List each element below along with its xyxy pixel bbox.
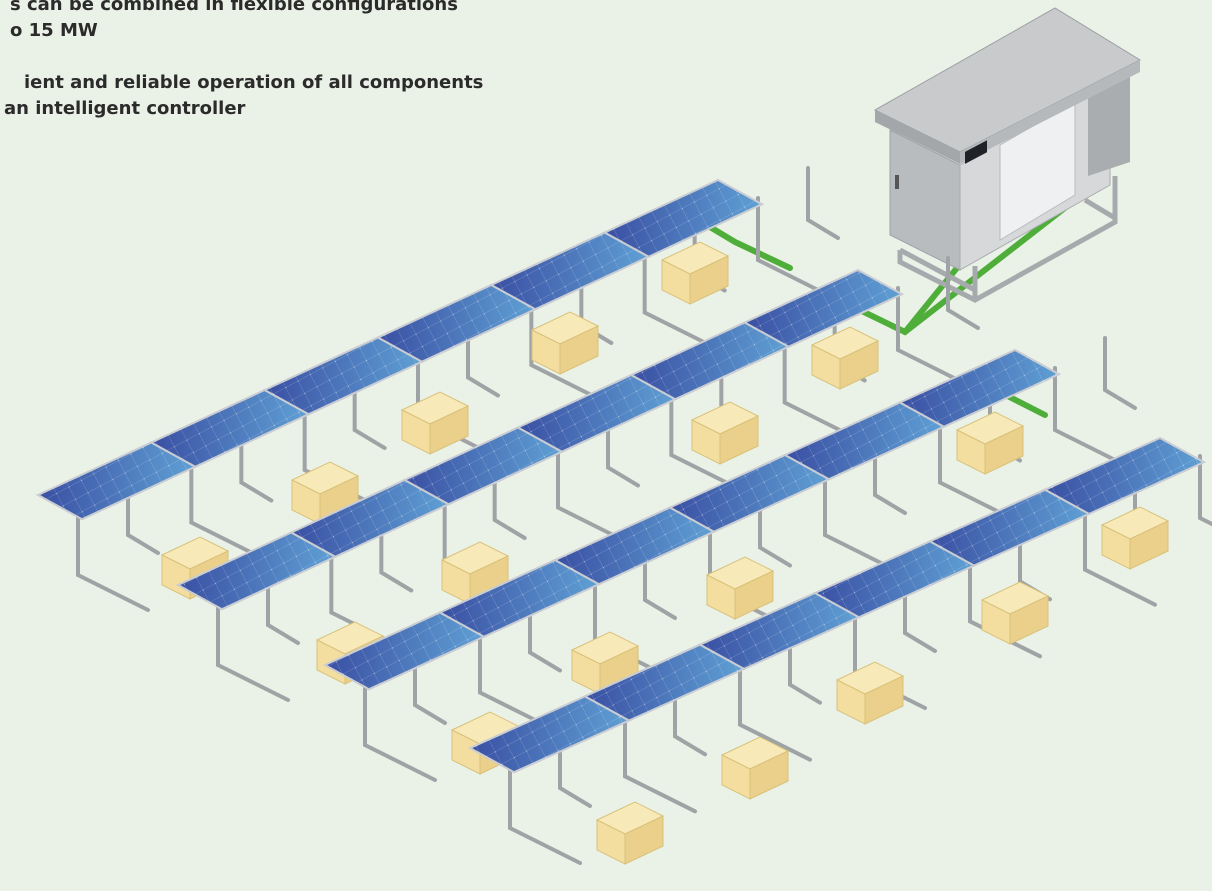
panel-row	[450, 436, 1212, 865]
mounting-frame	[363, 336, 1137, 782]
combiner-box-icon	[290, 461, 360, 525]
combiner-box-icon	[810, 326, 880, 390]
combiner-box-icon	[440, 541, 510, 605]
combiner-box-icon	[660, 241, 730, 305]
panel-rows	[35, 166, 1212, 865]
panel-row	[35, 166, 840, 612]
cable-icon	[902, 255, 968, 335]
combiner-box-icon	[1100, 506, 1170, 570]
combiner-box-icon	[980, 581, 1050, 645]
combiner-box-icon	[955, 411, 1025, 475]
solar-panel-icon	[897, 348, 1062, 428]
feature-line: o 15 MW	[10, 20, 98, 41]
combiner-box-icon	[720, 736, 790, 800]
combiner-box-icon	[690, 401, 760, 465]
feature-line: ient and reliable operation of all compo…	[24, 72, 484, 93]
combiner-box-icon	[705, 556, 775, 620]
panel-row	[315, 336, 1137, 782]
combiner-box-icon	[570, 631, 640, 695]
inverter-cabinet-icon	[873, 7, 1142, 303]
feature-intelligent-controller: ient and reliable operation of all compo…	[0, 70, 483, 122]
feature-line: s can be combined in flexible configurat…	[10, 0, 458, 15]
combiner-box-icon	[835, 661, 905, 725]
combiner-box-icon	[595, 801, 665, 865]
feature-line: an intelligent controller	[4, 98, 246, 119]
combiner-box-icon	[530, 311, 600, 375]
panel-row	[160, 256, 980, 702]
solar-panel-icon	[742, 268, 905, 348]
combiner-box-icon	[400, 391, 470, 455]
solar-panel-icon	[1042, 436, 1207, 515]
feature-flexible-configurations: s can be combined in flexible configurat…	[0, 0, 458, 44]
solar-panel-icon	[602, 178, 765, 258]
